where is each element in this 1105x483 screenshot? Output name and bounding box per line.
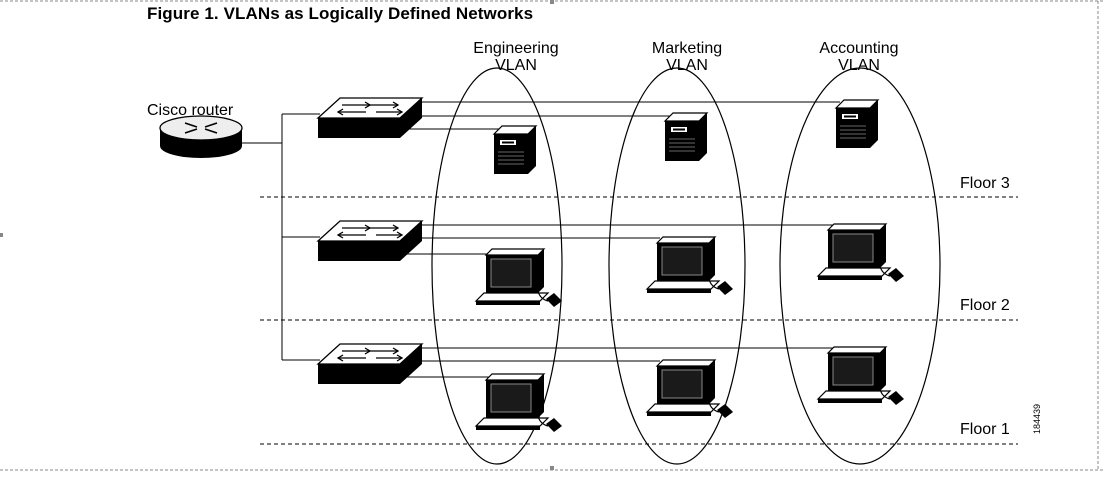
workstation-engineering-floor-2 bbox=[475, 248, 563, 308]
host-links bbox=[404, 101, 840, 378]
floor-label-3: Floor 3 bbox=[960, 175, 1010, 192]
vlan-label-marketing-line1: Marketing bbox=[651, 40, 723, 57]
server-accounting-floor-3 bbox=[835, 99, 879, 149]
switch-floor-2 bbox=[317, 220, 423, 262]
switch-floor-3 bbox=[317, 97, 423, 139]
vlan-label-marketing-line2: VLAN bbox=[666, 57, 708, 74]
trunk-links bbox=[242, 113, 320, 361]
router-icon bbox=[159, 115, 243, 158]
vlan-label-accounting-line1: Accounting bbox=[819, 40, 899, 57]
floor-label-2: Floor 2 bbox=[960, 297, 1010, 314]
figure-title: Figure 1. VLANs as Logically Defined Net… bbox=[147, 4, 534, 23]
vlan-ellipse-accounting bbox=[779, 67, 941, 465]
frame-handle-left bbox=[0, 233, 3, 237]
server-engineering-floor-3 bbox=[493, 125, 537, 175]
frame-handle-bottom bbox=[550, 466, 554, 470]
server-marketing-floor-3 bbox=[664, 112, 708, 162]
switch-floor-1 bbox=[317, 343, 423, 385]
frame-handle-top bbox=[550, 0, 554, 4]
vlan-ellipse-marketing bbox=[608, 67, 746, 465]
vlan-label-marketing: Marketing VLAN bbox=[617, 40, 757, 74]
workstation-marketing-floor-1 bbox=[646, 359, 734, 419]
router-label: Cisco router bbox=[147, 102, 234, 119]
vlan-ellipse-engineering bbox=[431, 67, 563, 465]
workstation-accounting-floor-2 bbox=[817, 223, 905, 283]
workstation-accounting-floor-1 bbox=[817, 346, 905, 406]
workstation-marketing-floor-2 bbox=[646, 236, 734, 296]
floor-label-1: Floor 1 bbox=[960, 421, 1010, 438]
vlan-label-engineering-line1: Engineering bbox=[473, 40, 559, 57]
